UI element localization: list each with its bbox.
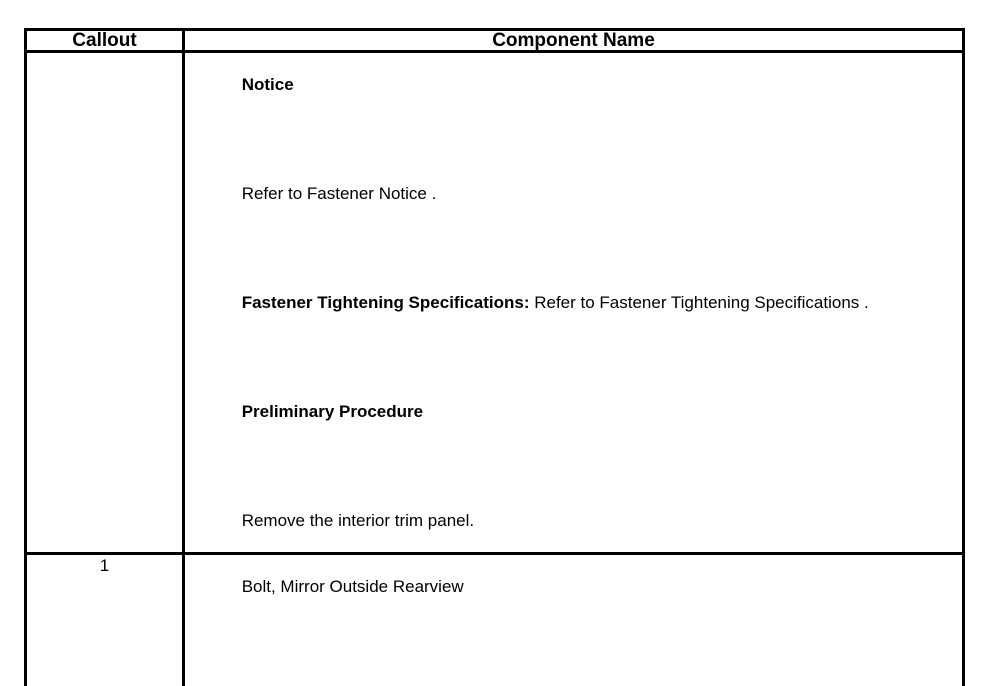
notice-callout-cell xyxy=(24,50,185,555)
bolt-name-text: Bolt, Mirror Outside Rearview xyxy=(241,577,464,596)
preliminary-procedure-heading: Preliminary Procedure xyxy=(241,402,424,421)
table-header: Callout Component Name xyxy=(24,28,965,53)
notice-paragraph: Refer to Fastener Notice . xyxy=(185,162,962,225)
component-cell-1: Bolt, Mirror Outside Rearview Tip: Disco… xyxy=(182,552,965,686)
table-body: Notice Refer to Fastener Notice . Fasten… xyxy=(24,50,965,686)
table-row: 1 Bolt, Mirror Outside Rearview Tip: Dis… xyxy=(24,552,965,686)
table-row-notice: Notice Refer to Fastener Notice . Fasten… xyxy=(24,50,965,555)
component-paragraph: Tip: xyxy=(185,664,962,686)
fastener-tightening-label: Fastener Tightening Specifications: xyxy=(241,293,530,312)
notice-paragraph: Remove the interior trim panel. xyxy=(185,489,962,552)
notice-content-cell: Notice Refer to Fastener Notice . Fasten… xyxy=(182,50,965,555)
callout-number-1: 1 xyxy=(24,552,185,686)
remove-trim-text: Remove the interior trim panel. xyxy=(241,511,475,530)
notice-paragraph: Notice xyxy=(185,53,962,116)
fastener-notice-text: Refer to Fastener Notice . xyxy=(241,184,437,203)
notice-paragraph: Preliminary Procedure xyxy=(185,380,962,443)
column-header-component-name: Component Name xyxy=(182,28,965,53)
table-header-row: Callout Component Name xyxy=(24,28,965,53)
notice-paragraph: Fastener Tightening Specifications: Refe… xyxy=(185,271,962,334)
notice-heading: Notice xyxy=(241,75,294,94)
column-header-callout: Callout xyxy=(24,28,185,53)
fastener-tightening-text: Refer to Fastener Tightening Specificati… xyxy=(529,293,869,312)
component-callout-table: Callout Component Name Notice Refer to F… xyxy=(24,28,965,686)
component-paragraph: Bolt, Mirror Outside Rearview xyxy=(185,555,962,618)
